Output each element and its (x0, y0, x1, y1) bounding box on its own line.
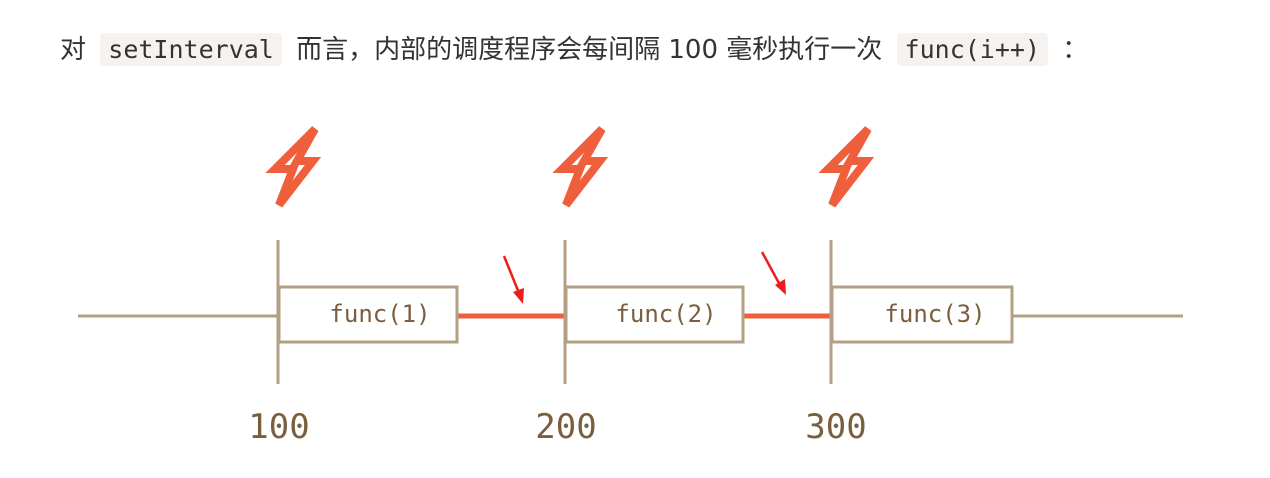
intro-middle: 而言，内部的调度程序会每间隔 100 毫秒执行一次 (296, 35, 883, 65)
func-block-3 (830, 285, 1014, 344)
down-arrow-icon (760, 251, 786, 295)
code-setinterval: setInterval (100, 33, 282, 66)
lightning-bolt-icon (275, 129, 315, 205)
intro-suffix: ： (1062, 35, 1089, 65)
func-label-1: func(1) (329, 300, 430, 328)
func-block-2 (564, 285, 745, 344)
code-func-increment: func(i++) (896, 33, 1049, 66)
time-label-200: 200 (535, 407, 596, 447)
func-block-1 (277, 285, 459, 344)
time-label-100: 100 (248, 407, 309, 447)
intro-paragraph: 对 setInterval 而言，内部的调度程序会每间隔 100 毫秒执行一次 … (60, 27, 1260, 73)
lightning-bolt-icon (562, 129, 602, 205)
down-arrow-icon (502, 255, 524, 304)
func-label-3: func(3) (884, 300, 985, 328)
time-label-300: 300 (805, 407, 866, 447)
intro-prefix: 对 (60, 35, 87, 65)
lightning-bolt-icon (828, 129, 868, 205)
func-label-2: func(2) (615, 300, 716, 328)
